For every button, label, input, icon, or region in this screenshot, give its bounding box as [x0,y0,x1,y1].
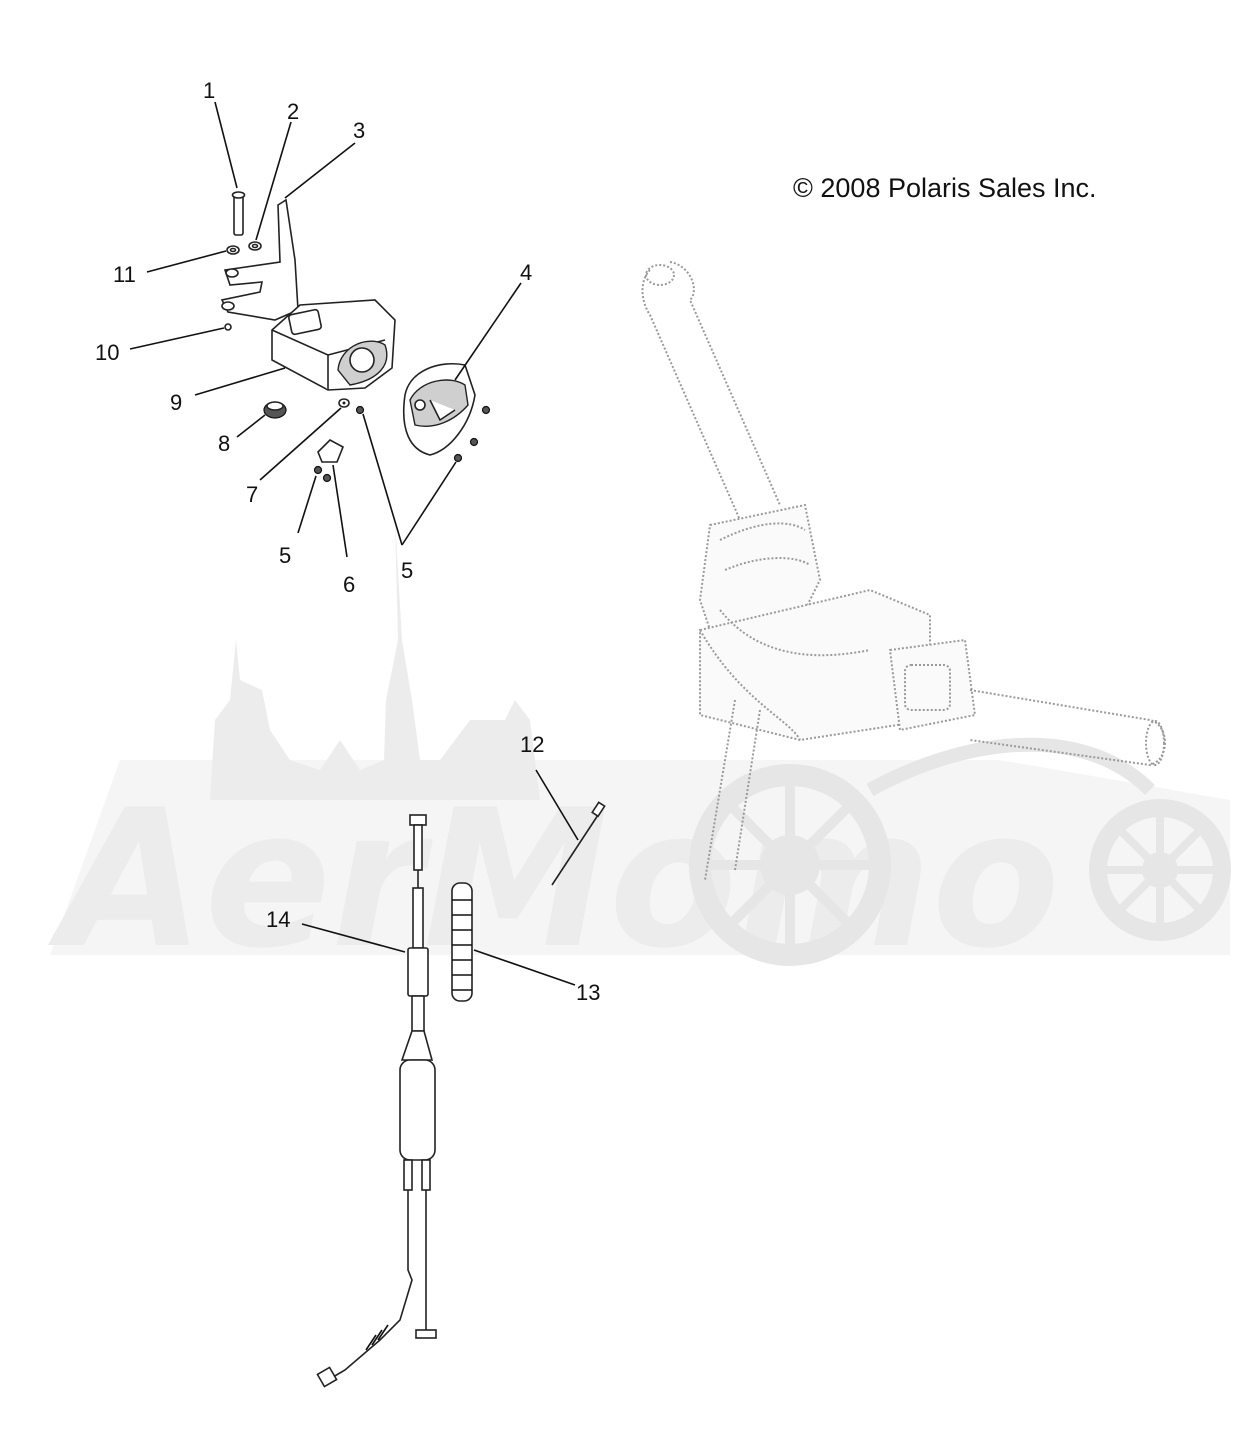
callout-3: 3 [353,118,365,143]
part-13-sleeve [451,882,473,1002]
callout-14: 14 [266,907,290,932]
part-7-washer [338,398,350,408]
part-9-housing [271,299,396,391]
callout-7: 7 [246,482,258,507]
part-1-bolt [231,191,246,236]
callout-9: 9 [170,390,182,415]
part-11-washer [226,245,240,255]
callout-6: 6 [343,572,355,597]
watermark-frame [866,737,1155,797]
callout-12: 12 [520,732,544,757]
callout-1: 1 [203,78,215,103]
watermark-wheel-right [1089,799,1231,941]
callout-11: 11 [113,262,136,287]
callout-5a: 5 [279,543,291,568]
watermark-wheel-left [689,764,891,966]
watermark-spire [210,520,540,800]
callout-10: 10 [95,340,119,365]
watermark-text: AerMomo [47,769,1060,990]
callout-13: 13 [576,980,600,1005]
callout-numbers: 1 2 3 4 5 5 6 7 8 9 10 11 12 13 14 [95,78,600,1005]
handlebar-reference [641,261,1166,881]
watermark: AerMomo [47,520,1231,990]
copyright-text: © 2008 Polaris Sales Inc. [793,173,1097,203]
watermark-band [50,760,1230,955]
part-8-cap [263,401,287,419]
part-2-washer [248,241,262,251]
part-3-bracket [220,198,299,321]
part-5-screws [313,405,491,483]
part-4-switch-cover [403,363,476,456]
part-14-cable [316,814,437,1388]
callout-5b: 5 [401,558,413,583]
callout-2: 2 [287,99,299,124]
leader-lines [129,101,579,986]
callout-8: 8 [218,431,230,456]
part-12-wire-tie [551,801,606,886]
part-6-plate [317,439,345,463]
part-10-screw [224,323,232,331]
callout-4: 4 [520,260,532,285]
